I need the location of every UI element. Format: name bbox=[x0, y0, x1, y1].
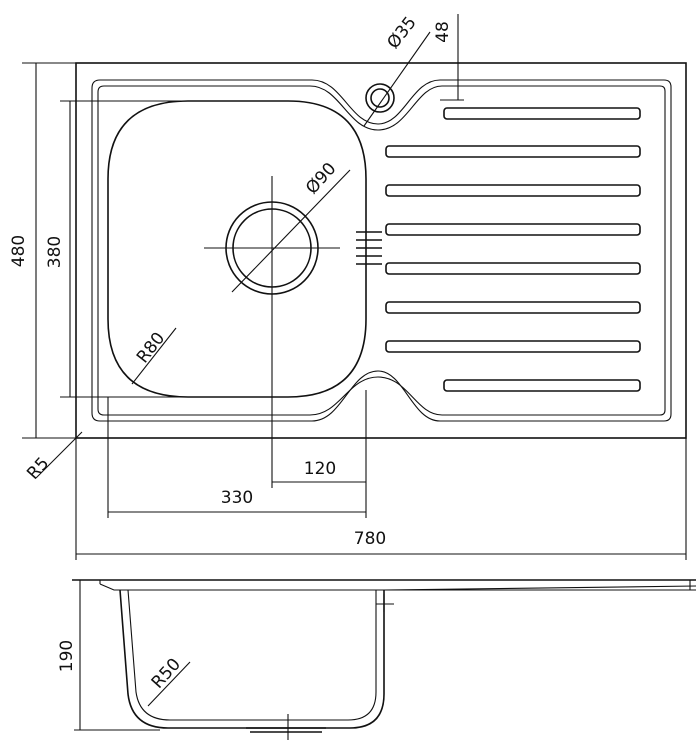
dim-120: 120 bbox=[304, 459, 336, 479]
dim-480: 480 bbox=[9, 235, 29, 267]
dim-drain-diameter: Ø90 bbox=[302, 159, 340, 198]
dim-780: 780 bbox=[354, 529, 386, 549]
dim-330: 330 bbox=[221, 488, 253, 508]
dim-tap-hole-offset: 48 bbox=[433, 21, 453, 43]
dim-190: 190 bbox=[57, 640, 77, 672]
bowl-profile-inner bbox=[127, 589, 377, 721]
dim-r50: R50 bbox=[148, 655, 185, 693]
inner-rim-inner bbox=[97, 85, 666, 416]
dim-tap-hole-diameter: Ø35 bbox=[383, 13, 420, 53]
top-view: 480 380 R5 R80 Ø90 Ø35 48 120 330 bbox=[9, 13, 687, 560]
inner-rim-outer bbox=[91, 79, 672, 422]
dim-r80: R80 bbox=[133, 329, 169, 368]
dim-r5: R5 bbox=[23, 454, 53, 484]
bowl-profile-outer bbox=[119, 589, 385, 729]
tap-hole-outer bbox=[365, 83, 395, 113]
side-view: 190 R50 bbox=[57, 579, 697, 740]
sink-outer-frame bbox=[75, 62, 687, 439]
tap-hole-inner bbox=[370, 88, 390, 108]
overflow-marks bbox=[356, 231, 382, 265]
dim-380: 380 bbox=[45, 236, 65, 268]
drainboard-grooves bbox=[385, 107, 641, 392]
